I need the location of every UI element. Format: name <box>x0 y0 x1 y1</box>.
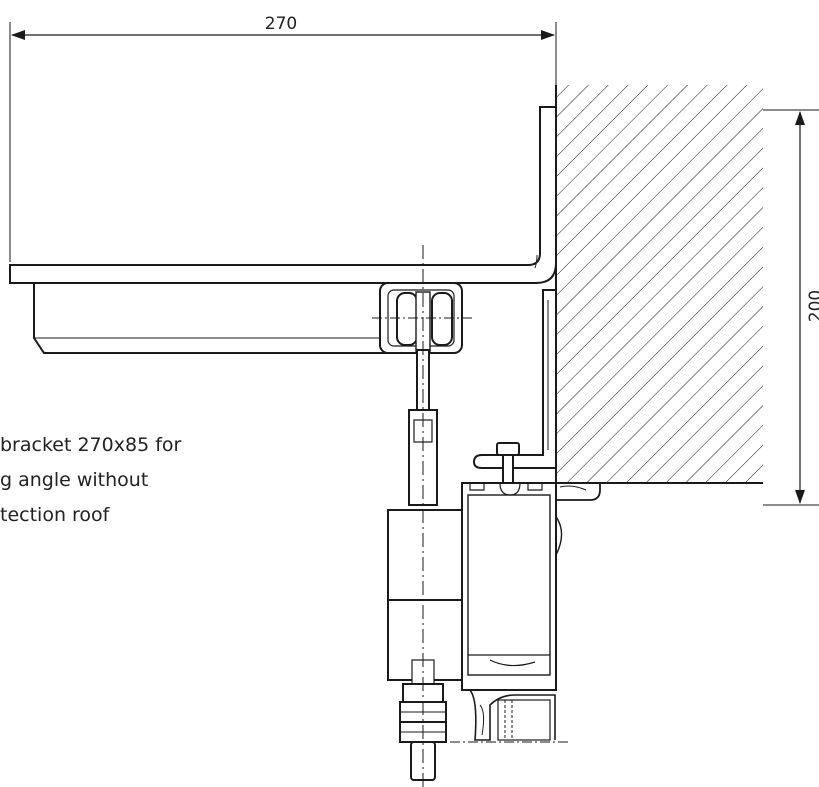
dimension-width-label: 270 <box>265 14 297 34</box>
hanger-rod <box>408 349 438 506</box>
dimension-width: 270 <box>9 14 557 262</box>
caption-line-1: bracket 270x85 for <box>0 434 182 456</box>
wall-fixing <box>472 289 557 489</box>
wall-seal <box>551 482 601 556</box>
door-profile <box>461 482 557 691</box>
dimension-height-label: 200 <box>806 290 819 322</box>
caption: bracket 270x85 for g angle without tecti… <box>0 434 182 526</box>
caption-line-3: tection roof <box>0 504 111 526</box>
caption-line-2: g angle without <box>0 469 148 491</box>
clamp-blocks <box>387 509 463 685</box>
wall-section <box>555 85 763 484</box>
angle-bracket <box>9 106 557 284</box>
glazing-detail <box>469 689 556 741</box>
bracket-profile <box>33 282 393 354</box>
dimension-height: 200 <box>763 109 819 506</box>
